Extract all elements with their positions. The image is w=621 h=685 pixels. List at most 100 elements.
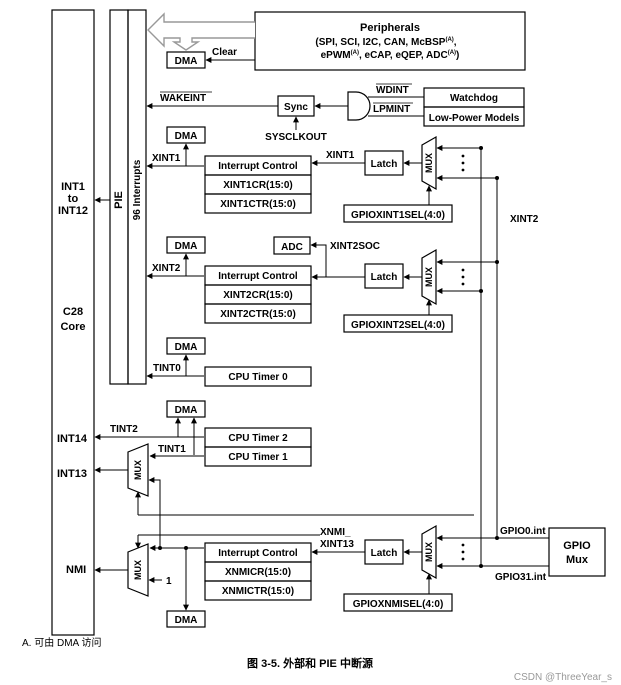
figure-caption: 图 3-5. 外部和 PIE 中断源 [247,656,373,670]
gpioxnmisel-label: GPIOXNMISEL(4:0) [353,599,444,610]
timer-dma-label: DMA [175,405,198,416]
xint2-side-label: XINT2 [510,214,539,225]
xint2soc-label: XINT2SOC [330,241,380,252]
adc-box [273,236,311,255]
gpio0-label: GPIO0.int [500,526,546,537]
timer-dma-box [166,400,206,418]
xint2-interrupt-control-label: Interrupt Control [218,271,298,282]
nmi-label: NMI [66,564,86,576]
latch2-box [364,263,404,289]
cpu-timer1-label: CPU Timer 1 [228,452,288,463]
lpmint-label: LPMINT [373,104,410,115]
xnmi-dma-label: DMA [175,615,198,626]
gpio-mux-line2: Mux [566,554,589,566]
xint1-ctr-box [204,193,312,214]
int14-label: INT14 [57,433,88,445]
mux2-label: MUX [424,267,434,287]
sysclkout-label: SYSCLKOUT [265,132,327,143]
tint1-label: TINT1 [158,444,186,455]
timer0-dma-box [166,337,206,355]
xnmictr-box [204,580,312,601]
mux1-shape [421,135,437,191]
clear-label: Clear [212,47,237,58]
latch1-box [364,150,404,176]
xint2-dma-label: DMA [175,241,198,252]
xint1-pie-label: XINT1 [152,153,181,164]
gpioxint1sel-box [343,204,453,223]
latch3-box [364,539,404,565]
latch1-label: Latch [371,159,398,170]
mux3-label: MUX [424,542,434,562]
mux-nmi-shape [127,543,149,597]
xnmi-signal-line2: XINT13 [320,539,354,550]
xint1-dma-box [166,126,206,144]
wakeint-label: WAKEINT [160,93,206,104]
mux-nmi-label: MUX [133,560,143,580]
xnmi-signal-line1: XNMI_ [320,527,351,538]
tint2-label: TINT2 [110,424,138,435]
cpu-timer0-label: CPU Timer 0 [228,372,288,383]
mux2-inputs [436,259,499,294]
peripherals-bus-arrow [147,12,255,51]
latch2-label: Latch [371,272,398,283]
c28-core-block [51,9,95,636]
gpioxint2sel-label: GPIOXINT2SEL(4:0) [351,320,445,331]
xint2-pie-label: XINT2 [152,263,181,274]
xnmi-dma-junction [184,546,188,550]
gpioxint1sel-label: GPIOXINT1SEL(4:0) [351,210,445,221]
peripherals-line2: ePWM(A), eCAP, eQEP, ADC(A)) [321,50,460,61]
footnote-a: A. 可由 DMA 访问 [22,636,101,649]
latch3-label: Latch [371,548,398,559]
watermark: CSDN @ThreeYear_s [514,672,612,683]
sync-box [277,95,315,117]
gpio31-label: GPIO31.int [495,572,547,583]
xint2-dma-box [166,236,206,254]
and-gate [347,91,371,121]
xint2-ctr-box [204,303,312,324]
tint0-label: TINT0 [153,363,181,374]
peripherals-block [254,11,526,71]
sync-label: Sync [284,102,308,113]
mux-int13-label: MUX [133,460,143,480]
gpioxnmisel-box [343,593,453,612]
int13-label: INT13 [57,468,87,480]
xint1-cr-label: XINT1CR(15:0) [223,180,292,191]
mux-one-label: 1 [166,576,172,587]
xint1-ctr-label: XINT1CTR(15:0) [220,199,296,210]
xint2-cr-label: XINT2CR(15:0) [223,290,292,301]
xnmi-dma-box [166,610,206,628]
pie-label: PIE [113,191,125,209]
int1-label-line1: INT1 [61,181,85,193]
mux1-inputs [436,145,499,181]
mux3-inputs [436,535,549,569]
xnmicr-label: XNMICR(15:0) [225,567,291,578]
cpu-timer1-box [204,446,312,467]
timer0-dma-label: DMA [175,342,198,353]
peripherals-title: Peripherals [360,22,420,34]
watchdog-label: Watchdog [450,93,498,104]
wdint-label: WDINT [376,85,409,96]
xint2-ctr-label: XINT2CTR(15:0) [220,309,296,320]
int1-label-line2: to [68,193,79,205]
mux2-shape [421,248,437,306]
xnmi-to-int13-mux [148,477,161,548]
gpio-mux-box [548,527,606,577]
cpu-timer2-label: CPU Timer 2 [228,433,288,444]
dma-top-label: DMA [175,56,198,67]
int1-label-line3: INT12 [58,205,88,217]
low-power-label: Low-Power Models [429,113,520,124]
gpio-mux-line1: GPIO [563,540,591,552]
xnmictr-label: XNMICTR(15:0) [222,586,294,597]
c28-label-line2: Core [60,321,85,333]
mux-int13-shape [127,443,149,497]
gpioxint2sel-box [343,314,453,333]
pie-block-right [127,9,147,385]
xint1-interrupt-control-label: Interrupt Control [218,161,298,172]
pie-interrupts-label: 96 Interrupts [132,159,143,220]
cpu-timer0-box [204,366,312,387]
xnmi-interrupt-control-label: Interrupt Control [218,548,298,559]
peripherals-line1: (SPI, SCI, I2C, CAN, McBSP(A), [315,37,456,48]
mux1-label: MUX [424,153,434,173]
adc-label: ADC [281,242,303,253]
